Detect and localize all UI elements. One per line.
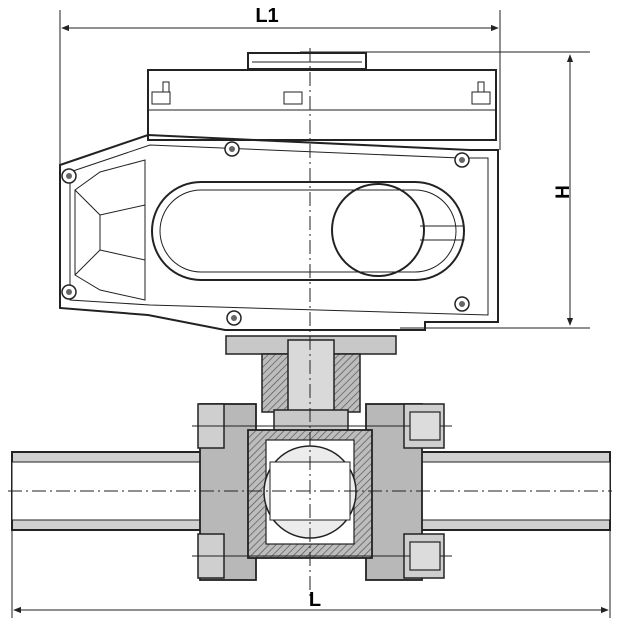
dimension-h-label: H (553, 185, 574, 199)
mounting-bracket (225, 335, 397, 433)
valve-body (192, 403, 452, 581)
electric-actuator (59, 52, 499, 331)
dimension-l: L (11, 530, 611, 618)
dimension-l-label: L (309, 589, 321, 611)
screw-heads (61, 141, 470, 326)
dimension-l1: L1 (59, 5, 501, 165)
dimension-l1-label: L1 (255, 5, 278, 27)
